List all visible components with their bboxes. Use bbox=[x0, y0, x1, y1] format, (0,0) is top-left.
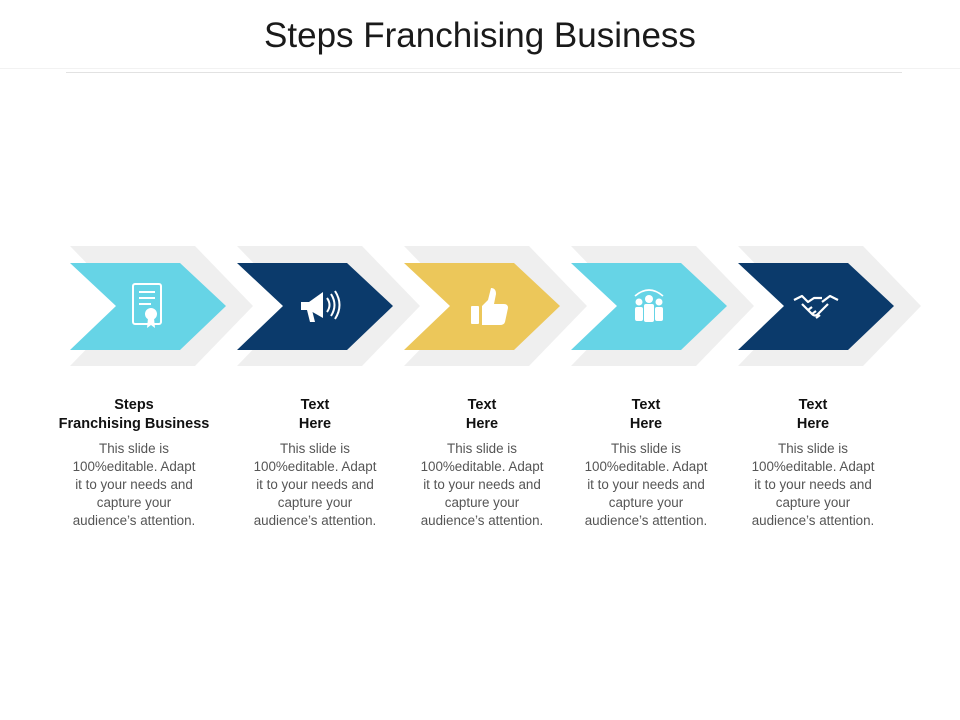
step-4-text: Text Here This slide is 100%editable. Ad… bbox=[556, 396, 736, 530]
step-3-body: This slide is 100%editable. Adapt it to … bbox=[420, 441, 544, 528]
step-3-heading: Text Here bbox=[465, 397, 499, 432]
step-2-text: Text Here This slide is 100%editable. Ad… bbox=[225, 396, 405, 530]
handshake-icon bbox=[793, 294, 839, 319]
step-5-heading: Text Here bbox=[796, 397, 830, 432]
step-3-text: Text Here This slide is 100%editable. Ad… bbox=[392, 396, 572, 530]
step-5-text: Text Here This slide is 100%editable. Ad… bbox=[723, 396, 903, 530]
team-icon bbox=[634, 289, 664, 322]
page-title: Steps Franchising Business bbox=[264, 16, 696, 55]
chevron-1 bbox=[70, 263, 226, 350]
step-4-heading: Text Here bbox=[629, 397, 663, 432]
step-2-body: This slide is 100%editable. Adapt it to … bbox=[253, 441, 377, 528]
step-2-heading: Text Here bbox=[298, 397, 332, 432]
title-divider-faint bbox=[0, 68, 960, 69]
step-5-body: This slide is 100%editable. Adapt it to … bbox=[751, 441, 875, 528]
title-divider bbox=[66, 72, 902, 73]
thumbs-up-icon bbox=[471, 288, 508, 325]
chevron-5 bbox=[738, 263, 894, 350]
step-1-heading: Steps Franchising Business bbox=[58, 397, 210, 432]
chevron-process bbox=[70, 246, 921, 366]
step-1-body: This slide is 100%editable. Adapt it to … bbox=[72, 441, 196, 528]
megaphone-icon bbox=[301, 290, 341, 322]
step-1-text: Steps Franchising Business This slide is… bbox=[44, 396, 224, 530]
certificate-icon bbox=[132, 283, 162, 328]
step-4-body: This slide is 100%editable. Adapt it to … bbox=[584, 441, 708, 528]
